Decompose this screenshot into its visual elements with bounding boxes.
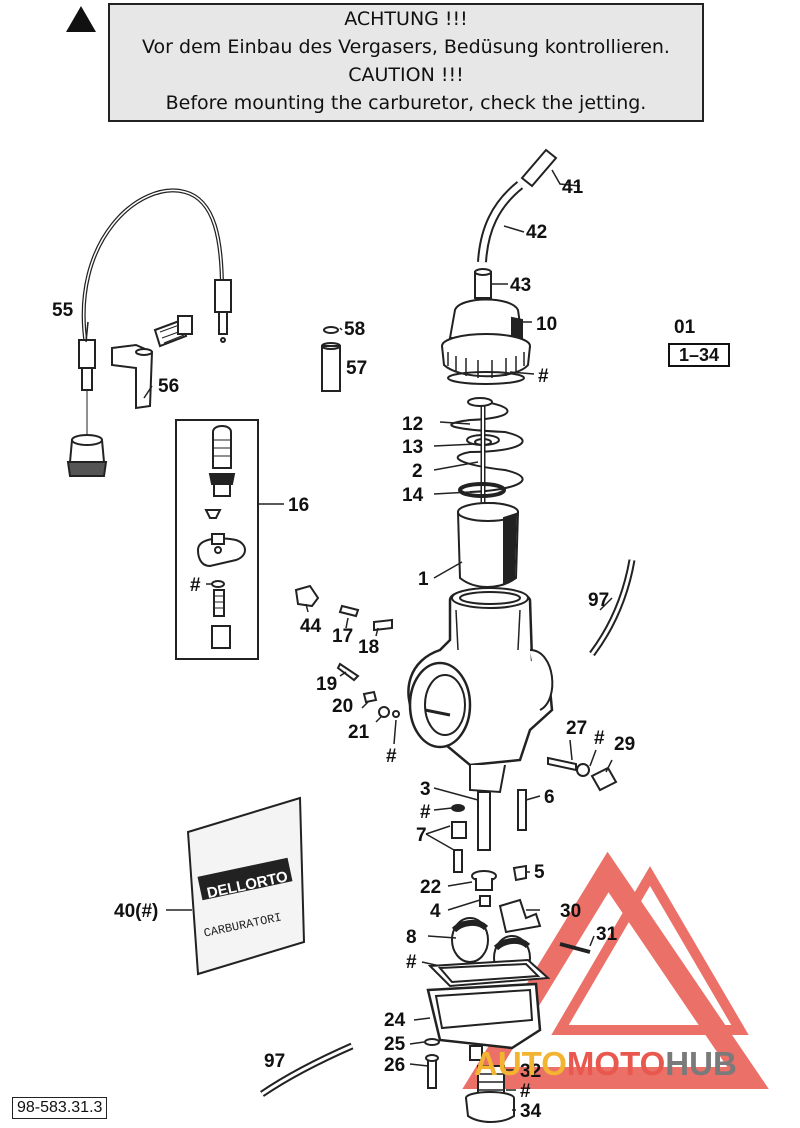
callout-3: 3 <box>420 779 431 800</box>
callout-1: 1 <box>418 569 429 590</box>
callout-21: 21 <box>348 722 370 743</box>
callout-29: 29 <box>614 734 635 755</box>
callout-hash-27: # <box>594 728 605 749</box>
callout-97-right: 97 <box>588 590 609 611</box>
callout-34: 34 <box>520 1101 542 1122</box>
callout-hash-32: # <box>520 1081 531 1102</box>
callout-22: 22 <box>420 877 441 898</box>
callout-12: 12 <box>402 414 423 435</box>
warning-text-de: Vor dem Einbau des Vergasers, Bedüsung k… <box>142 36 670 58</box>
callout-01: 01 <box>674 317 696 338</box>
callout-hash-7: # <box>420 802 431 823</box>
callout-20: 20 <box>332 696 353 717</box>
callout-43: 43 <box>510 275 531 296</box>
warning-notice: ACHTUNG !!! Vor dem Einbau des Vergasers… <box>108 3 704 122</box>
callout-hash-cap: # <box>538 366 549 387</box>
callout-97-bottom: 97 <box>264 1051 285 1072</box>
callout-30: 30 <box>560 901 581 922</box>
callout-10: 10 <box>536 314 557 335</box>
callout-40: 40(#) <box>114 901 158 922</box>
callout-7: 7 <box>416 825 427 846</box>
document-number: 98-583.31.3 <box>12 1097 108 1119</box>
callout-19: 19 <box>316 674 337 695</box>
watermark-part3: HUB <box>665 1045 737 1082</box>
callout-hash-21: # <box>386 746 397 767</box>
callout-26: 26 <box>384 1055 405 1076</box>
callout-8: 8 <box>406 927 417 948</box>
callout-57: 57 <box>346 358 367 379</box>
callout-2: 2 <box>412 461 423 482</box>
cable-adjuster <box>111 343 154 410</box>
vent-fitting <box>520 148 558 188</box>
callout-14: 14 <box>402 485 424 506</box>
callout-56: 56 <box>158 376 179 397</box>
warning-text-en: Before mounting the carburetor, check th… <box>165 92 647 114</box>
watermark-part2: MOTO <box>566 1045 666 1082</box>
callout-31: 31 <box>596 924 618 945</box>
callout-13: 13 <box>402 437 423 458</box>
callout-5: 5 <box>534 862 545 883</box>
warning-triangle-icon <box>66 6 96 32</box>
callout-27: 27 <box>566 718 587 739</box>
callout-6: 6 <box>544 787 555 808</box>
watermark-part1: AUTO <box>474 1045 567 1082</box>
callout-55: 55 <box>52 300 74 321</box>
callout-42: 42 <box>526 222 547 243</box>
callout-16: 16 <box>288 495 309 516</box>
warning-title-en: CAUTION !!! <box>348 64 464 86</box>
callout-17: 17 <box>332 626 353 647</box>
jet-kit-box <box>175 419 259 660</box>
callout-hash-8: # <box>406 952 417 973</box>
throttle-cable <box>81 188 224 346</box>
callout-4: 4 <box>430 901 441 922</box>
callout-44: 44 <box>300 616 322 637</box>
callout-25: 25 <box>384 1034 406 1055</box>
warning-title-de: ACHTUNG !!! <box>344 8 468 30</box>
group-range-box: 1–34 <box>668 343 730 367</box>
watermark-text: AUTOMOTOHUB <box>474 1045 737 1083</box>
callout-32: 32 <box>520 1061 541 1082</box>
float-bowl <box>426 982 542 1050</box>
callout-41: 41 <box>562 177 584 198</box>
callout-24: 24 <box>384 1010 406 1031</box>
callout-18: 18 <box>358 637 379 658</box>
callout-58: 58 <box>344 319 365 340</box>
callout-hash-16: # <box>190 575 201 596</box>
